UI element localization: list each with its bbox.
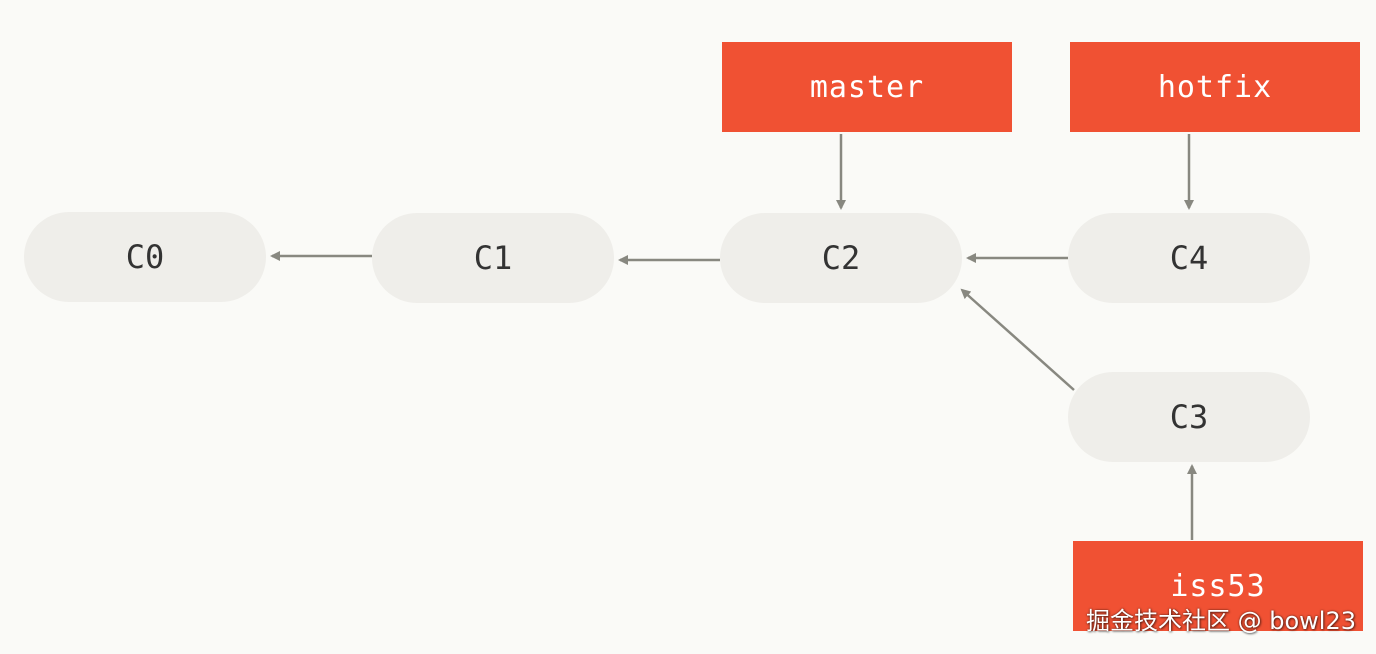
branch-hotfix: hotfix [1070, 42, 1360, 132]
branch-master-label: master [809, 69, 925, 105]
edge-c3-c2 [960, 288, 1075, 391]
branch-iss53: iss53 [1073, 541, 1363, 631]
commit-c1: C1 [372, 213, 614, 303]
commit-c1-label: C1 [473, 239, 513, 277]
commit-c4: C4 [1068, 213, 1310, 303]
commit-c4-label: C4 [1169, 239, 1209, 277]
commit-c2-label: C2 [821, 239, 861, 277]
commit-c3-label: C3 [1169, 398, 1209, 436]
commit-c0: C0 [24, 212, 266, 302]
branch-iss53-label: iss53 [1170, 568, 1266, 604]
branch-master: master [722, 42, 1012, 132]
commit-c2: C2 [720, 213, 962, 303]
watermark-text: 掘金技术社区 @ bowl23 [1085, 607, 1356, 635]
branch-hotfix-label: hotfix [1157, 69, 1273, 105]
commit-c0-label: C0 [125, 238, 165, 276]
commit-c3: C3 [1068, 372, 1310, 462]
